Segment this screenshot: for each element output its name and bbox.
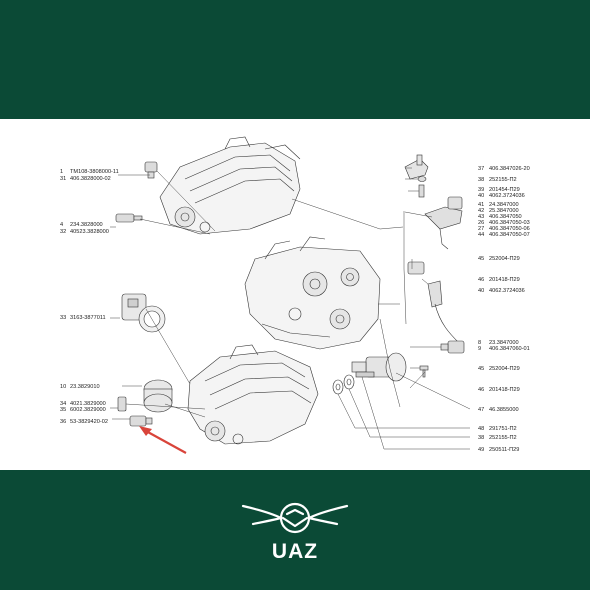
engine-center bbox=[244, 236, 381, 350]
callout-part: 201454-П29 bbox=[489, 187, 520, 193]
uaz-winged-emblem-icon bbox=[241, 502, 349, 534]
callout-part: 252155-П2 bbox=[489, 435, 517, 441]
callout-num: 36 bbox=[60, 419, 66, 425]
callout-part: 3163-3877011 bbox=[70, 315, 106, 321]
callout-num: 46 bbox=[478, 387, 484, 393]
part-bracket-37 bbox=[404, 154, 429, 180]
callout-part: 252155-П2 bbox=[489, 177, 517, 183]
callout-num: 48 bbox=[478, 426, 484, 432]
callout-part: 250511-П29 bbox=[489, 447, 519, 453]
callout-part: 406.3847026-20 bbox=[489, 166, 530, 172]
callout-part: 201418-П29 bbox=[489, 387, 520, 393]
engine-upper-left bbox=[159, 136, 301, 235]
callout-part: 201418-П29 bbox=[489, 277, 520, 283]
callout-part: 4062.3724036 bbox=[489, 193, 525, 199]
callout-num: 33 bbox=[60, 315, 66, 321]
engine-lower bbox=[187, 344, 319, 445]
callout-part: ТМ108-3808000-11 bbox=[70, 169, 119, 175]
callout-part: 4062.3724036 bbox=[489, 288, 525, 294]
callout-part: 24.3847000 bbox=[489, 202, 519, 208]
part-washers-48-49 bbox=[332, 371, 375, 395]
callout-num: 32 bbox=[60, 229, 66, 235]
part-adapter bbox=[129, 415, 153, 427]
callout-num: 40 bbox=[478, 193, 484, 199]
callout-num: 40 bbox=[478, 288, 484, 294]
callout-part: 46.3855000 bbox=[489, 407, 519, 413]
diagram-panel: 1 ТМ108-3808000-11 31 406.3828000-02 4 2… bbox=[0, 119, 590, 470]
callout-part: 406.3828000-02 bbox=[70, 176, 111, 182]
callout-part: 406.3847050-07 bbox=[489, 232, 530, 238]
callout-num: 47 bbox=[478, 407, 484, 413]
red-arrow-icon bbox=[139, 426, 187, 454]
part-washer-bolt-38-40 bbox=[417, 176, 427, 198]
callout-num: 34 bbox=[60, 401, 66, 407]
callout-num: 27 bbox=[478, 226, 484, 232]
callout-num: 31 bbox=[60, 176, 66, 182]
callout-num: 26 bbox=[478, 220, 484, 226]
callout-part: 6002.3829000 bbox=[70, 407, 106, 413]
callout-num: 4 bbox=[60, 222, 63, 228]
callout-num: 45 bbox=[478, 256, 484, 262]
part-crank-sensor-bracket bbox=[407, 261, 461, 345]
leader-lines bbox=[110, 167, 471, 450]
callout-part: 40523.3828000 bbox=[70, 229, 109, 235]
part-connector-8-9 bbox=[440, 340, 465, 354]
part-mass-air-flow-sensor bbox=[121, 293, 166, 333]
callout-part: 25.3847000 bbox=[489, 208, 519, 214]
callout-num: 41 bbox=[478, 202, 484, 208]
engine-sensor-diagram: 1 ТМ108-3808000-11 31 406.3828000-02 4 2… bbox=[60, 136, 530, 454]
part-temperature-sensor bbox=[115, 213, 143, 223]
callout-part: 4021.3829000 bbox=[70, 401, 106, 407]
callout-part: 406.3847050-03 bbox=[489, 220, 530, 226]
callout-part: 252004-П29 bbox=[489, 366, 520, 372]
part-oil-filter bbox=[143, 379, 173, 413]
callout-part: 234.3828000 bbox=[70, 222, 103, 228]
callout-num: 10 bbox=[60, 384, 66, 390]
callout-part: 406.3847050 bbox=[489, 214, 522, 220]
callouts-left: 1 ТМ108-3808000-11 31 406.3828000-02 4 2… bbox=[60, 169, 119, 425]
brand-name: UAZ bbox=[271, 540, 319, 563]
top-band bbox=[0, 0, 590, 119]
callouts-right: 37 406.3847026-20 38 252155-П2 39 201454… bbox=[478, 166, 530, 453]
callout-num: 35 bbox=[60, 407, 66, 413]
part-phase-sensor-41-44 bbox=[424, 196, 463, 250]
callout-part: 252004-П29 bbox=[489, 256, 520, 262]
callout-num: 42 bbox=[478, 208, 484, 214]
callout-part: 291751-П2 bbox=[489, 426, 517, 432]
part-coolant-sensor bbox=[144, 161, 158, 179]
callout-num: 8 bbox=[478, 340, 481, 346]
callout-num: 43 bbox=[478, 214, 484, 220]
callout-part: 23.3847000 bbox=[489, 340, 519, 346]
callout-num: 39 bbox=[478, 187, 484, 193]
bottom-band bbox=[0, 470, 590, 590]
callout-num: 38 bbox=[478, 435, 484, 441]
callout-part: 406.3847060-01 bbox=[489, 346, 530, 352]
callout-num: 37 bbox=[478, 166, 484, 172]
callout-num: 46 bbox=[478, 277, 484, 283]
callout-part: 406.3847050-06 bbox=[489, 226, 530, 232]
callout-num: 38 bbox=[478, 177, 484, 183]
callout-num: 49 bbox=[478, 447, 484, 453]
callout-num: 1 bbox=[60, 169, 63, 175]
callout-num: 45 bbox=[478, 366, 484, 372]
callout-num: 9 bbox=[478, 346, 481, 352]
callout-part: 23.3829010 bbox=[70, 384, 100, 390]
part-oil-pressure-sensor bbox=[117, 396, 127, 412]
callout-num: 44 bbox=[478, 232, 484, 238]
part-bolt-45 bbox=[419, 365, 429, 378]
callout-part: 53-3829420-02 bbox=[70, 419, 108, 425]
